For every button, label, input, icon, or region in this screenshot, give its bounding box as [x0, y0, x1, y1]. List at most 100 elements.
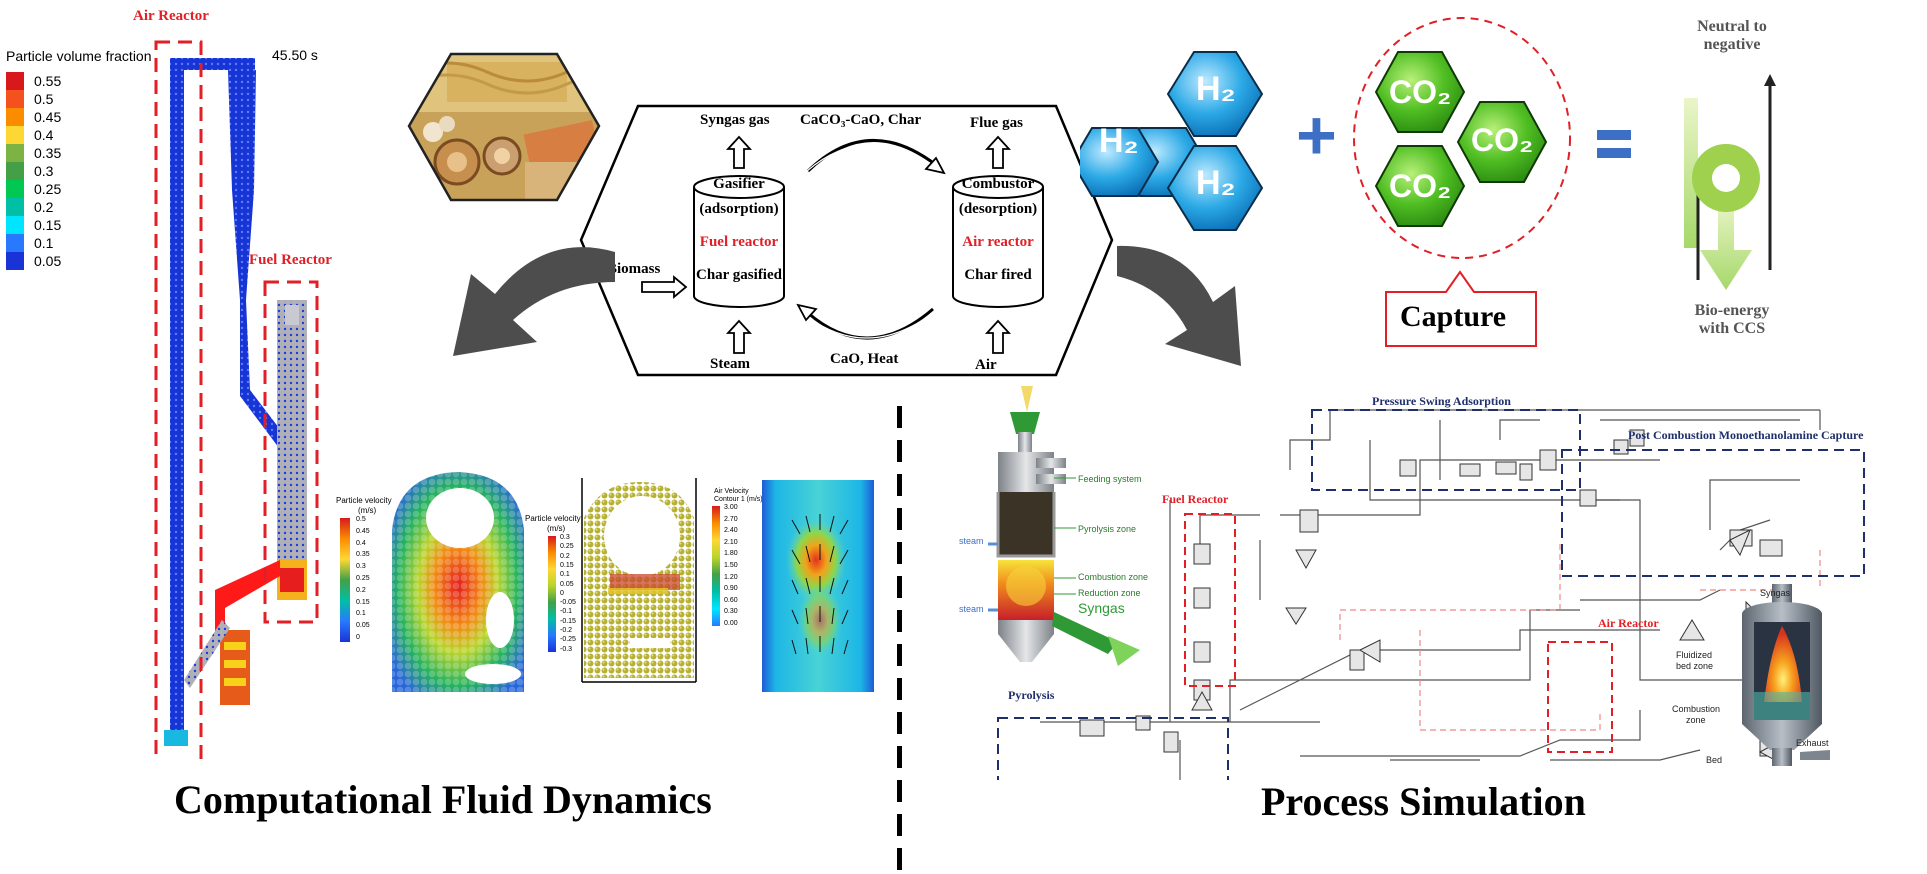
neutral-label: Neutral to negative — [1672, 18, 1792, 54]
legend-entry: 0.55 — [6, 72, 61, 90]
colorbar-tick-label: -0.25 — [560, 636, 576, 644]
legend-value: 0.25 — [34, 181, 62, 197]
combustor-role: Air reactor — [962, 234, 1034, 250]
pv2-colorbar — [548, 536, 556, 652]
legend-entry: 0.1 — [6, 234, 61, 252]
av-subtitle: Contour 1 (m/s) — [714, 496, 763, 503]
flowsheet-air-reactor-label: Air Reactor — [1598, 616, 1659, 630]
colorbar-tick-label: 0.00 — [724, 620, 738, 627]
legend-entry: 0.05 — [6, 252, 61, 270]
colorbar-tick-label: 0 — [560, 589, 564, 597]
av-title: Air Velocity — [714, 488, 749, 495]
fuel-reactor-label: Fuel Reactor — [249, 252, 332, 268]
legend-swatch — [6, 144, 24, 162]
section-divider — [897, 406, 902, 874]
cao-heat-label: CaO, Heat — [830, 351, 899, 367]
cutaway-fluidized-1: Fluidized — [1676, 650, 1713, 660]
simulation-time: 45.50 s — [272, 47, 318, 63]
legend-value: 0.55 — [34, 73, 62, 89]
capture-callout — [1385, 270, 1537, 347]
pv2-unit: (m/s) — [547, 524, 566, 533]
mea-label: Post Combustion Monoethanolamine Capture — [1628, 428, 1864, 442]
legend-entry: 0.25 — [6, 180, 61, 198]
air-reactor-label: Air Reactor — [133, 8, 209, 24]
psa-label: Pressure Swing Adsorption — [1372, 394, 1511, 408]
colorbar-tick-label: 0.3 — [356, 563, 366, 571]
reactor-cutaway — [1742, 584, 1830, 766]
combustor-char: Char fired — [964, 267, 1032, 283]
h2-label-1: H₂ — [1099, 122, 1139, 160]
flue-gas-label: Flue gas — [970, 115, 1023, 131]
colorbar-tick-label: 0.60 — [724, 596, 738, 604]
legend-swatch — [6, 216, 24, 234]
beccs-icon — [1684, 74, 1776, 290]
equals-bar-top — [1597, 130, 1631, 140]
colorbar-tick-label: 0.25 — [356, 575, 370, 582]
air-label: Air — [975, 357, 997, 373]
legend-value: 0.3 — [34, 163, 54, 179]
combustor-block: Combustor (desorption) Air reactor Char … — [950, 176, 1046, 284]
cutaway-bed: Bed — [1706, 755, 1723, 765]
colorbar-tick-label: 2.70 — [724, 515, 738, 523]
colorbar-tick-label: 1.50 — [724, 562, 738, 569]
cutaway-combustion-1: Combustion — [1672, 704, 1721, 714]
steam-label-1: steam — [959, 536, 984, 546]
cutaway-syngas: Syngas — [1760, 588, 1791, 598]
legend-value: 0.05 — [34, 253, 62, 269]
h2-label-3: H₂ — [1196, 164, 1236, 202]
legend-entry: 0.35 — [6, 144, 61, 162]
legend-value: 0.1 — [34, 235, 54, 251]
arrow-to-cfd — [453, 247, 615, 356]
legend-swatch — [6, 90, 24, 108]
cutaway-exhaust: Exhaust — [1796, 738, 1829, 748]
colorbar-tick-label: 0.4 — [356, 539, 366, 547]
legend-entry: 0.3 — [6, 162, 61, 180]
legend-entry: 0.5 — [6, 90, 61, 108]
colorbar-tick-label: -0.3 — [560, 645, 573, 653]
pv1-colorbar — [340, 518, 350, 642]
colorbar-tick-label: -0.05 — [560, 599, 576, 607]
gasifier-char: Char gasified — [696, 267, 782, 283]
legend-entry: 0.2 — [6, 198, 61, 216]
syngas-label: Syngas gas — [700, 112, 770, 128]
hydrogen-hexagons — [1080, 51, 1264, 231]
av-colorbar — [712, 506, 720, 626]
legend-entry: 0.15 — [6, 216, 61, 234]
cutaway-combustion-2: zone — [1686, 715, 1706, 725]
process-scheme-hexagon — [579, 104, 1114, 377]
co2-label-1: CO₂ — [1389, 74, 1452, 110]
legend-title: Particle volume fraction — [6, 48, 152, 64]
legend-value: 0.15 — [34, 217, 62, 233]
colorbar-tick-label: 0.5 — [356, 516, 366, 523]
process-title: Process Simulation — [1261, 779, 1586, 824]
combustor-mode: (desorption) — [958, 201, 1038, 217]
cfd-title: Computational Fluid Dynamics — [174, 777, 712, 822]
colorbar-tick-label: 0.15 — [560, 561, 574, 569]
colorbar-tick-label: 0.2 — [560, 552, 570, 560]
gasifier-illustration — [988, 386, 1140, 666]
legend-swatch — [6, 234, 24, 252]
legend-entry: 0.45 — [6, 108, 61, 126]
capture-label: Capture — [1400, 300, 1507, 333]
colorbar-tick-label: 0.90 — [724, 585, 738, 593]
legend-swatch — [6, 252, 24, 270]
legend-value: 0.35 — [34, 145, 62, 161]
co2-label-3: CO₂ — [1389, 168, 1452, 204]
co2-label-2: CO₂ — [1471, 122, 1534, 158]
pyrolysis-label: Pyrolysis — [1008, 688, 1055, 702]
colorbar-tick-label: 0 — [356, 634, 360, 641]
colorbar-tick-label: 0.45 — [356, 527, 370, 535]
pv2-title: Particle velocity — [525, 514, 581, 523]
beccs-label: Bio-energy with CCS — [1672, 302, 1792, 338]
particle-snapshot-1 — [392, 472, 524, 692]
colorbar-tick-label: -0.15 — [560, 617, 576, 625]
colorbar-tick-label: 0.05 — [356, 622, 370, 630]
h2-label-2: H₂ — [1196, 70, 1236, 108]
colorbar-tick-label: 2.40 — [724, 527, 738, 535]
pv1-title: Particle velocity — [336, 496, 392, 505]
steam-label: Steam — [710, 356, 750, 372]
biomass-label: Biomass — [607, 261, 661, 277]
gas-label-combustion: Combustion zone — [1078, 572, 1149, 582]
flowsheet-fuel-reactor-label: Fuel Reactor — [1162, 492, 1229, 506]
